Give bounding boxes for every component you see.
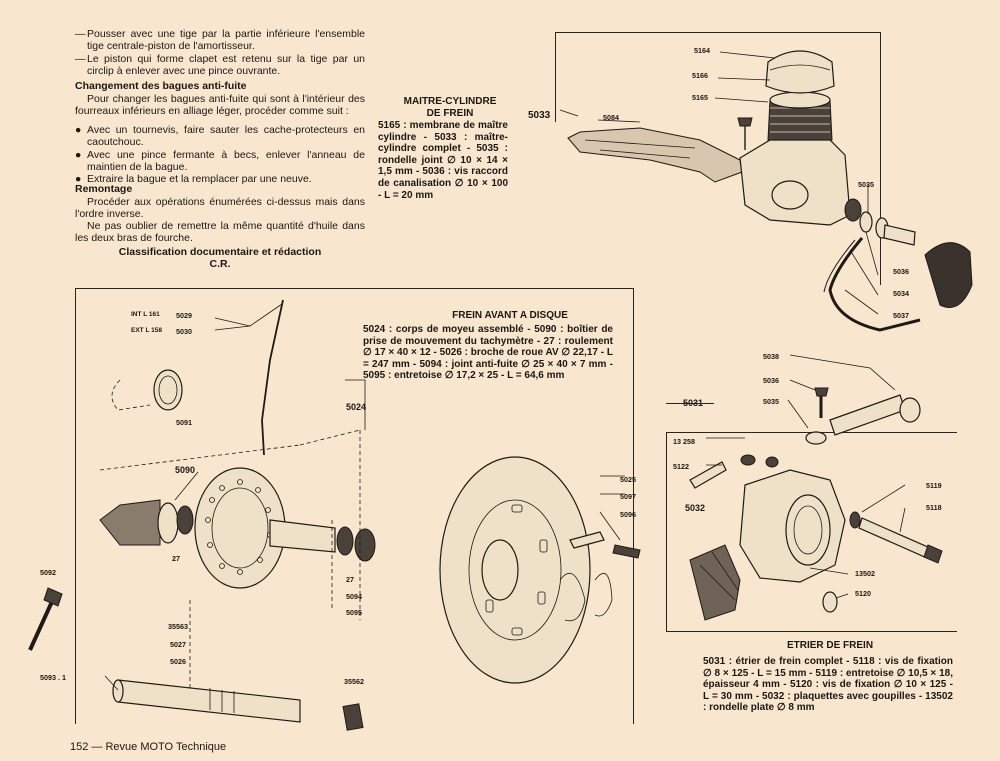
label-5036-caliper: 5036	[763, 376, 779, 385]
reservoir-cap	[765, 50, 835, 94]
bullet-item: ●Avec un tournevis, faire sauter les cac…	[75, 124, 365, 149]
label-5025: 5025	[620, 475, 636, 484]
label-27a: 27	[172, 554, 180, 563]
label-5095: 5095	[346, 608, 362, 617]
axle-bolt	[28, 594, 57, 651]
bagues-bullets: ●Avec un tournevis, faire sauter les cac…	[75, 124, 365, 185]
label-35563: 35563	[168, 622, 188, 631]
label-5035-caliper: 5035	[763, 397, 779, 406]
label-5026: 5026	[170, 657, 186, 666]
intro-bullets: —Pousser avec une tige par la partie inf…	[75, 28, 365, 77]
rubber-boot	[924, 242, 973, 308]
spoke	[261, 299, 284, 456]
caliper-frame-top	[666, 403, 714, 404]
bullet-item: ●Avec une pince fermante à becs, enlever…	[75, 148, 365, 173]
label-5027: 5027	[170, 640, 186, 649]
label-5036-top: 5036	[893, 267, 909, 276]
label-5084: 5084	[603, 113, 619, 122]
label-5096: 5096	[620, 510, 636, 519]
label-5033: 5033	[528, 110, 551, 121]
label-5029: 5029	[176, 311, 192, 320]
brake-pads	[689, 544, 741, 621]
bullet-item: —Pousser avec une tige par la partie inf…	[75, 28, 365, 53]
label-5037: 5037	[893, 311, 909, 320]
label-5035-top: 5035	[858, 180, 874, 189]
bullet-item: —Le piston qui forme clapet est retenu s…	[75, 52, 365, 77]
page-footer: 152 — Revue MOTO Technique	[70, 741, 227, 753]
label-5092: 5092	[40, 568, 56, 577]
front-brake-title: FREIN AVANT A DISQUE	[452, 310, 568, 321]
master-cylinder-frame-left	[555, 32, 556, 122]
section-intro-bagues: Pour changer les bagues anti-fuite qui s…	[75, 93, 365, 118]
label-5030: 5030	[176, 327, 192, 336]
label-5093: 5093 . 1	[40, 673, 66, 682]
label-5120: 5120	[855, 589, 871, 598]
label-5038: 5038	[763, 352, 779, 361]
label-13502: 13502	[855, 569, 875, 578]
label-5165: 5165	[692, 93, 708, 102]
caliper-title: ETRIER DE FREIN	[786, 640, 874, 651]
master-cylinder-title: MAITRE-CYLINDRE DE FREIN	[380, 96, 520, 119]
caliper-caption: 5031 : étrier de frein complet - 5118 : …	[703, 656, 953, 714]
label-5164: 5164	[694, 46, 710, 55]
front-brake-frame	[75, 288, 634, 724]
section-title-remontage: Remontage	[75, 183, 133, 195]
hub-holes	[205, 479, 273, 575]
label-5097: 5097	[620, 492, 636, 501]
remontage-p2: Ne pas oublier de remettre la même quant…	[75, 220, 365, 245]
label-5119: 5119	[926, 481, 942, 490]
label-5166: 5166	[692, 71, 708, 80]
label-27b: 27	[346, 575, 354, 584]
classification-author: C.R.	[209, 258, 231, 271]
label-35562: 35562	[344, 677, 364, 686]
label-5031: 5031	[683, 398, 704, 408]
label-13258: 13 258	[673, 437, 695, 446]
bullet-item: ●Extraire la bague et la remplacer par u…	[75, 173, 312, 186]
label-5118: 5118	[926, 503, 942, 512]
classification-line: Classification documentaire et rédaction	[118, 246, 322, 258]
title-line: DE FREIN	[426, 107, 474, 119]
title-line: MAITRE-CYLINDRE	[403, 96, 497, 107]
label-5024: 5024	[346, 402, 367, 412]
classification: Classification documentaire et rédaction…	[75, 246, 365, 271]
label-5032: 5032	[685, 503, 706, 513]
section-title-bagues: Changement des bagues anti-fuite	[75, 80, 247, 92]
label-5034: 5034	[893, 289, 909, 298]
label-5122: 5122	[673, 462, 689, 471]
master-cylinder-frame	[555, 32, 881, 285]
label-5090: 5090	[175, 465, 196, 475]
remontage-p1: Procéder aux opérations énumérées ci-des…	[75, 196, 365, 221]
label-5094: 5094	[346, 592, 362, 601]
label-int-l: INT L 161	[131, 311, 160, 318]
master-cylinder-caption: 5165 : membrane de maître cylindre - 503…	[378, 120, 508, 201]
front-brake-caption: 5024 : corps de moyeu assemblé - 5090 : …	[363, 324, 613, 382]
disc-slots	[485, 504, 548, 636]
label-ext-l: EXT L 158	[131, 327, 162, 334]
label-5091: 5091	[176, 418, 192, 427]
